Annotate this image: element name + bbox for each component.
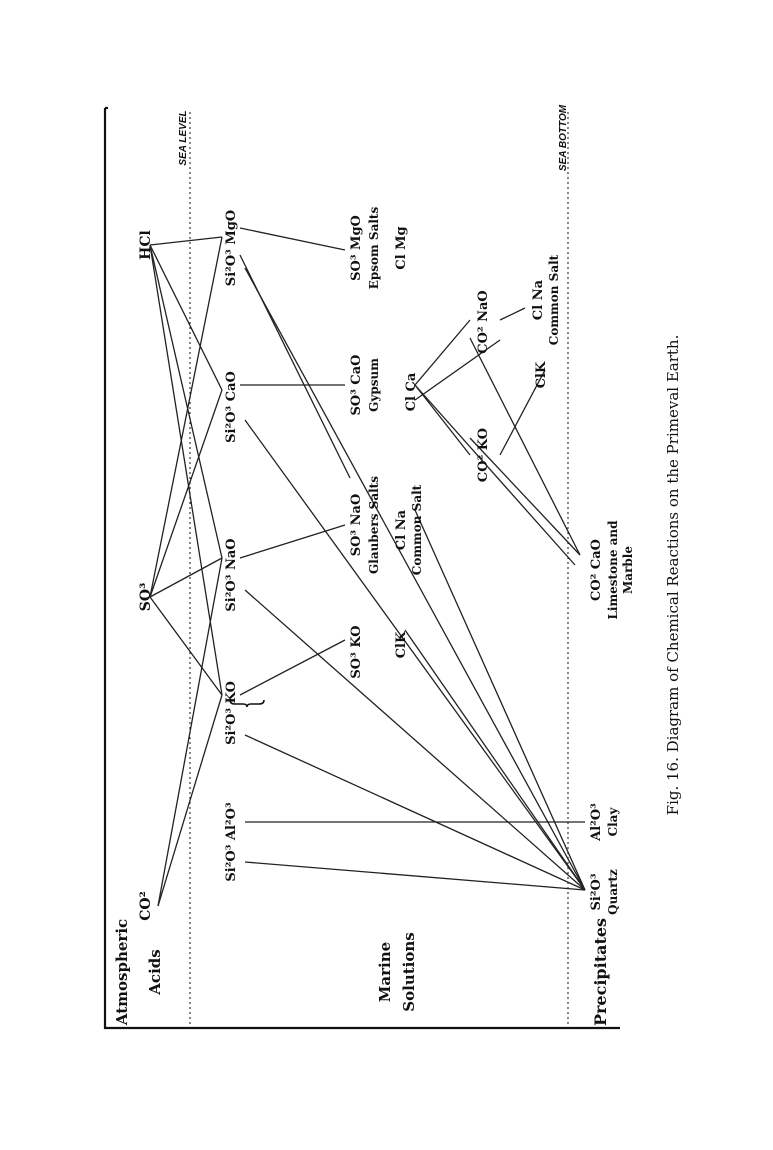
solution-clna: Cl Na xyxy=(394,509,409,550)
solution-clk: ClK xyxy=(394,631,409,658)
reaction-line xyxy=(469,337,581,556)
acid-labels: CO² SO³ HCl xyxy=(138,230,154,921)
reaction-line xyxy=(414,509,586,891)
silicate-ko: Si²O³ KO xyxy=(224,681,239,745)
solution-co2ko: CO² KO xyxy=(476,428,491,482)
reaction-line xyxy=(149,236,223,246)
reaction-line xyxy=(414,384,471,456)
reaction-line xyxy=(149,557,223,598)
silicate-labels: Si²O³ Al²O³ Si²O³ KO Si²O³ NaO Si²O³ CaO… xyxy=(224,210,239,882)
solution-clca: Cl Ca xyxy=(404,372,419,411)
zone-atmospheric: Atmospheric xyxy=(113,919,131,1026)
acid-so3: SO³ xyxy=(138,583,154,611)
reaction-line xyxy=(499,369,546,456)
marble-label: Marble xyxy=(621,546,635,594)
zone-solutions: Solutions xyxy=(400,932,418,1011)
reaction-line xyxy=(414,319,471,386)
reaction-line xyxy=(157,557,223,907)
reaction-line xyxy=(239,639,346,696)
reaction-line xyxy=(149,244,223,696)
solution-epsom: Epsom Salts xyxy=(367,207,381,290)
silicate-al: Si²O³ Al²O³ xyxy=(224,802,239,882)
braces xyxy=(229,699,265,708)
precipitate-labels: Si²O³ Quartz Al²O³ Clay CO² CaO Limeston… xyxy=(589,520,635,915)
reaction-line xyxy=(469,437,581,556)
brace xyxy=(229,699,265,708)
reaction-line xyxy=(414,384,576,566)
silicate-cao: Si²O³ CaO xyxy=(224,371,239,443)
solution-so3nao: SO³ NaO xyxy=(349,494,364,557)
reaction-line xyxy=(239,524,346,559)
limestone-formula: CO² CaO xyxy=(589,539,604,601)
solution-clmg: Cl Mg xyxy=(394,226,409,269)
reaction-line xyxy=(404,629,586,891)
reaction-line xyxy=(414,339,501,401)
silicate-mgo: Si²O³ MgO xyxy=(224,210,239,286)
solution-glaubers: Glaubers Salts xyxy=(367,476,381,574)
reaction-line xyxy=(244,589,586,891)
quartz-formula: Si²O³ xyxy=(589,873,604,910)
reaction-line xyxy=(244,267,586,891)
quartz-label: Quartz xyxy=(606,869,620,915)
clay-formula: Al²O³ xyxy=(589,803,604,842)
reaction-line xyxy=(244,419,586,891)
reaction-line xyxy=(149,244,223,391)
acid-hcl: HCl xyxy=(138,230,154,260)
silicate-nao: Si²O³ NaO xyxy=(224,538,239,611)
solution-clk-2: ClK xyxy=(534,361,549,388)
reaction-line xyxy=(239,227,346,251)
reaction-line xyxy=(244,734,586,891)
solution-labels: SO³ KO ClK SO³ NaO Glaubers Salts Cl Na … xyxy=(349,207,561,679)
zone-marine: Marine xyxy=(376,942,394,1002)
reaction-line xyxy=(149,244,223,559)
reaction-lines xyxy=(149,227,586,907)
reaction-line xyxy=(149,596,223,696)
acid-co2: CO² xyxy=(138,891,154,920)
solution-co2nao: CO² NaO xyxy=(476,290,491,354)
zone-precipitates: Precipitates xyxy=(591,918,610,1026)
reaction-line xyxy=(157,694,223,907)
caption-text: Fig. 16. Diagram of Chemical Reactions o… xyxy=(664,335,682,816)
zone-acids: Acids xyxy=(146,949,164,995)
solution-so3mgo: SO³ MgO xyxy=(349,215,364,281)
sea-level-label: SEA LEVEL xyxy=(178,110,189,165)
solution-gypsum: Gypsum xyxy=(367,358,381,412)
reaction-line xyxy=(244,861,586,891)
solution-common-salt-2: Common Salt xyxy=(547,254,561,345)
reaction-line xyxy=(149,236,223,598)
reaction-line xyxy=(499,307,526,321)
solution-clna-2: Cl Na xyxy=(531,279,546,320)
solution-so3cao: SO³ CaO xyxy=(349,354,364,415)
solution-common-salt-1: Common Salt xyxy=(410,484,424,575)
clay-label: Clay xyxy=(606,807,620,837)
sea-bottom-label: SEA BOTTOM xyxy=(558,104,569,171)
limestone-label: Limestone and xyxy=(606,520,620,620)
zone-labels: Atmospheric Acids Marine Solutions Preci… xyxy=(113,104,610,1026)
diagram-frame xyxy=(103,106,620,1030)
reaction-line xyxy=(149,389,223,598)
solution-so3ko: SO³ KO xyxy=(349,625,364,678)
figure-caption: Fig. 16. Diagram of Chemical Reactions o… xyxy=(664,335,682,816)
